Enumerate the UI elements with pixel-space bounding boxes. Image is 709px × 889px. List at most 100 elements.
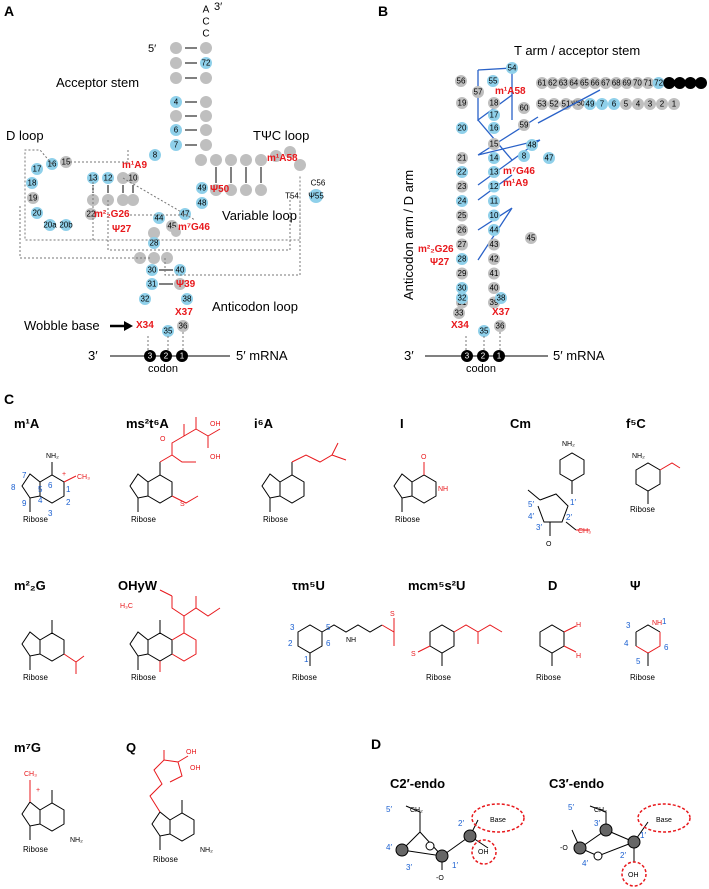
mod-m7g46-b: m⁷G46 xyxy=(503,166,535,177)
mod-x37-a: X37 xyxy=(175,307,193,318)
t-arm-a: 49 48 T54 Ψ55 C56 TΨC loop xyxy=(195,128,326,209)
variable-loop-a: 47 45 44 28 Variable loop xyxy=(134,208,297,264)
c2-ch2: CH₂ xyxy=(410,807,423,814)
acc-bottom-nt-b: 2 xyxy=(660,100,665,109)
mrna-a: 3′ 5′ mRNA 3 2 1 codon xyxy=(88,332,288,375)
acc-top-nt-b-circle xyxy=(673,77,686,89)
mod-psi39-a: Ψ39 xyxy=(176,279,196,290)
d-h1: H xyxy=(576,622,581,629)
acc-top-nt-b-circle xyxy=(567,77,580,89)
right-col-nt-b: 43 xyxy=(490,240,499,249)
right-col-nt-b-circle xyxy=(488,166,500,178)
nt-38-a: 38 xyxy=(183,295,192,304)
right-col-nt-b: 41 xyxy=(490,269,499,278)
acc-top-nt-b: 63 xyxy=(559,79,568,88)
anticodon-loop-b: 32 33 38 35 36 xyxy=(453,292,507,337)
d-h2: H xyxy=(576,653,581,660)
right-col-nt-b: 40 xyxy=(490,284,499,293)
acc-bottom-nt-b: 4 xyxy=(636,100,641,109)
nt-35-a: 35 xyxy=(164,327,173,336)
mod-m1a58-a: m¹A58 xyxy=(267,153,298,164)
nt-19-b: 19 xyxy=(458,99,467,108)
psi-num3: 3 xyxy=(626,621,631,630)
cm-num5p: 5′ xyxy=(528,500,534,509)
m7g-nh2: NH₂ xyxy=(70,837,83,844)
codon-2-a: 2 xyxy=(164,352,169,361)
mod-x34-a: X34 xyxy=(136,320,154,331)
acc-bottom-nt-b: 7 xyxy=(600,100,605,109)
ms2t6a-o1: O xyxy=(160,436,166,443)
acc-bottom-nt-b: 49 xyxy=(586,100,595,109)
nt-psi55-a: Ψ55 xyxy=(308,192,324,201)
title-d: D xyxy=(548,578,557,593)
mod-m22g26-b: m²₂G26 xyxy=(418,244,454,255)
struct-inosine: O NH Ribose xyxy=(393,454,448,524)
c3-num5p: 5′ xyxy=(568,803,574,812)
cm-num1p: 1′ xyxy=(570,498,576,507)
cm-nh2: NH₂ xyxy=(562,441,575,448)
acc-top-nt-b-circle xyxy=(684,77,697,89)
left-col-nt-b-circle xyxy=(456,282,468,294)
title-m1a: m¹A xyxy=(14,416,40,431)
right-col-nt-b-circle xyxy=(488,267,500,280)
left-col-nt-b: 26 xyxy=(458,226,467,235)
nt-22-a: 22 xyxy=(87,210,96,219)
mod-m7g46-a: m⁷G46 xyxy=(178,222,210,233)
title-inosine: I xyxy=(400,416,404,431)
mod-m1a9-b: m¹A9 xyxy=(503,178,528,189)
m7g-ribose: Ribose xyxy=(23,845,48,854)
mod-m1a9-a: m¹A9 xyxy=(122,160,147,171)
left-col-nt-b-circle xyxy=(456,253,468,265)
m1a-num7: 7 xyxy=(22,471,27,480)
c3-num3p: 3′ xyxy=(594,819,600,828)
acc-top-nt-b-circle xyxy=(546,77,559,89)
left-col-nt-b: 27 xyxy=(458,240,467,249)
acc-bottom-nt-b-circle xyxy=(656,98,668,110)
m7g-ch3: CH₃ xyxy=(24,771,37,778)
taum5u-num1: 1 xyxy=(304,655,309,664)
left-col-nt-b-circle xyxy=(456,224,468,236)
f5c-nh2: NH₂ xyxy=(632,453,645,460)
m1a-num1: 1 xyxy=(66,485,71,494)
acc-bottom-nt-b-circle xyxy=(632,98,644,110)
acc-top-nt-b: 62 xyxy=(548,79,557,88)
taum5u-num6: 6 xyxy=(326,639,331,648)
right-col-nt-b-circle xyxy=(488,209,500,222)
right-col-nt-b: 39 xyxy=(490,298,499,307)
nt-8-b: 8 xyxy=(522,152,527,161)
mod-psi27-a: Ψ27 xyxy=(112,224,132,235)
c3-o-minus: -O xyxy=(560,845,568,852)
nt-47-a: 47 xyxy=(181,210,190,219)
struct-psi: NH 3 1 4 6 5 Ribose xyxy=(624,617,669,682)
acc-top-nt-b: 72 xyxy=(654,79,663,88)
m1a-ribose: Ribose xyxy=(23,515,48,524)
struct-ms2t6a: O OH OH S Ribose xyxy=(129,417,221,524)
right-col-nt-b-circle xyxy=(488,253,500,265)
label-anticodon-arm: Anticodon arm / D arm xyxy=(401,170,416,300)
right-col-nt-b-circle xyxy=(488,224,500,236)
m1a-plus: + xyxy=(62,471,66,478)
codon-label-b: codon xyxy=(466,363,496,375)
c2-o-minus: -O xyxy=(436,875,444,882)
acc-bottom-nt-b-circle xyxy=(536,98,548,110)
acc-top-nt-b: 69 xyxy=(622,79,631,88)
m1a-ch3: CH₃ xyxy=(77,474,90,481)
nt-28-a: 28 xyxy=(150,239,159,248)
acc-bottom-nt-b-circle xyxy=(548,98,560,110)
inosine-ribose: Ribose xyxy=(395,515,420,524)
nt-t54-a: T54 xyxy=(285,192,299,201)
codon-1-a: 1 xyxy=(180,352,185,361)
label-anticodon-loop: Anticodon loop xyxy=(212,299,298,314)
nt-21-b: 21 xyxy=(458,154,467,163)
left-col-nt-b: 23 xyxy=(458,182,467,191)
nt-20a-a: 20a xyxy=(43,221,57,230)
title-ohyw: OHyW xyxy=(118,578,158,593)
nt-19-a: 19 xyxy=(29,194,38,203)
acc-bottom-nt-b: 5 xyxy=(624,100,629,109)
c2-num5p: 5′ xyxy=(386,805,392,814)
nt-12-a: 12 xyxy=(104,174,113,183)
acc-top-nt-b: A xyxy=(698,79,704,88)
nt-72-a: 72 xyxy=(202,59,211,68)
acc-tail-a: A xyxy=(203,5,210,16)
title-ms2t6a: ms²t⁶A xyxy=(126,416,169,431)
